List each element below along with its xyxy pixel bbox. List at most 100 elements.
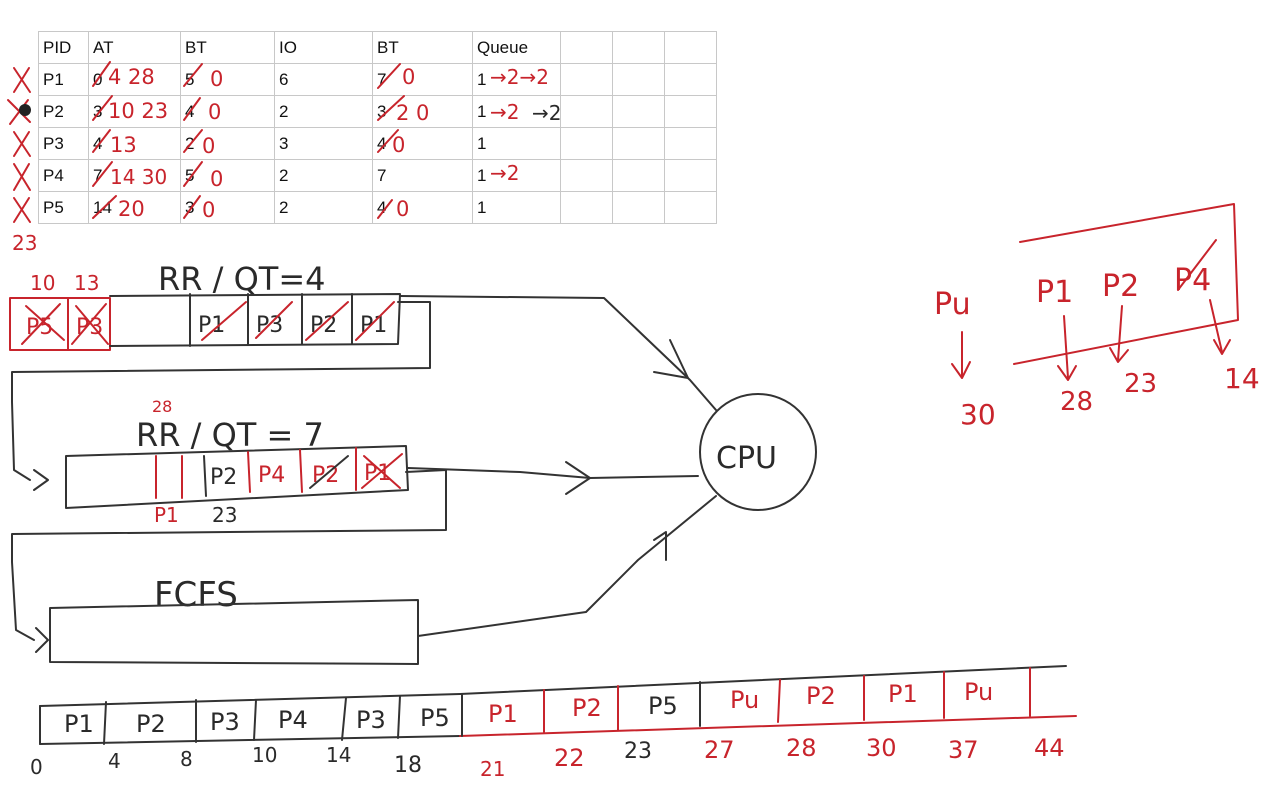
p2-bt-note: 0 xyxy=(208,100,221,124)
table-cell xyxy=(664,63,717,96)
queue2-cell: P4 xyxy=(258,463,285,488)
gantt-cell: P3 xyxy=(210,708,240,736)
queue2-label: RR / QT = 7 xyxy=(136,416,324,454)
ink-blot xyxy=(19,104,31,116)
gantt-cell: P5 xyxy=(648,692,678,720)
gantt-cell: Pu xyxy=(730,686,759,714)
p4-at-note: 14 30 xyxy=(110,165,167,189)
table-cell: 1 xyxy=(472,159,561,192)
gantt-time: 37 xyxy=(948,736,979,764)
table-cell xyxy=(664,127,717,160)
gantt-cell: P5 xyxy=(420,704,450,732)
table-cell: 7 xyxy=(88,159,181,192)
table-cell: 4 xyxy=(372,191,473,224)
p2-queue-black-note: →2 xyxy=(532,101,561,125)
boxed-time: 23 xyxy=(1124,369,1157,399)
queue3-to-cpu-line xyxy=(417,495,717,637)
queue3-box xyxy=(49,599,419,665)
right-note-time: 30 xyxy=(960,398,996,431)
gantt-cell: P1 xyxy=(888,680,918,708)
p1-at-note: 4 28 xyxy=(108,65,155,89)
left-note-23: 23 xyxy=(12,231,37,255)
table-handwriting: 4 28 0 0 →2→2 10 23 0 2 0 →2 →2 13 0 0 1… xyxy=(108,65,561,222)
table-cell: IO xyxy=(274,31,373,64)
gantt-time: 18 xyxy=(394,753,422,778)
queue1-side-box: 10 13 P5 P3 xyxy=(9,271,111,351)
table-cell: 1 xyxy=(472,191,561,224)
p2-queue-red-note: →2 xyxy=(490,100,519,124)
gantt-time: 22 xyxy=(554,744,585,772)
table-cell xyxy=(664,95,717,128)
gantt-time: 4 xyxy=(108,749,121,773)
table-cell: 1 xyxy=(472,127,561,160)
right-note: Pu 30 P1 P2 P4 28 23 14 xyxy=(934,203,1260,431)
arrow-head xyxy=(653,339,689,379)
gantt-time: 8 xyxy=(180,747,193,771)
queue2-box: P2 P4 P2 P1 P1 23 xyxy=(65,445,409,527)
gantt-chart: P1 P2 P3 P4 P3 P5 P1 P2 P5 Pu P2 P1 Pu 0… xyxy=(30,665,1077,781)
table-cell: 3 xyxy=(180,191,275,224)
table-cell xyxy=(612,159,665,192)
row-cross-marks xyxy=(7,67,31,223)
arrow-head xyxy=(33,469,49,491)
gantt-cell: P3 xyxy=(356,706,386,734)
gantt-time: 14 xyxy=(326,743,351,767)
table-cell xyxy=(560,191,613,224)
boxed-proc: P4 xyxy=(1174,263,1211,298)
gantt-cell: P1 xyxy=(64,710,94,738)
gantt-time: 23 xyxy=(624,739,652,764)
queue1-side-number: 13 xyxy=(74,271,99,295)
table-cell: 7 xyxy=(372,63,473,96)
table-cell: 2 xyxy=(274,191,373,224)
table-cell: 3 xyxy=(274,127,373,160)
gantt-cell: P4 xyxy=(278,706,308,734)
table-cell: AT xyxy=(88,31,181,64)
table-cell: P4 xyxy=(38,159,89,192)
arrow-head xyxy=(35,627,49,653)
gantt-time: 30 xyxy=(866,734,897,762)
boxed-proc: P1 xyxy=(1036,275,1073,310)
p5-at-note: 20 xyxy=(118,197,145,221)
table-cell xyxy=(664,31,717,64)
gantt-time: 44 xyxy=(1034,734,1065,762)
p3-bt2-note: 0 xyxy=(392,133,405,157)
gantt-cell: P1 xyxy=(488,700,518,728)
queue2-to-cpu-line xyxy=(407,467,699,479)
gantt-time: 21 xyxy=(480,757,505,781)
boxed-proc: P2 xyxy=(1102,269,1139,304)
arrow-head xyxy=(653,531,667,561)
p4-bt-note: 0 xyxy=(210,167,223,191)
right-note-proc: Pu xyxy=(934,287,971,322)
table-cell: P5 xyxy=(38,191,89,224)
p2-at-note: 10 23 xyxy=(108,99,168,123)
queue1-box: P1 P3 P2 P1 xyxy=(109,293,401,347)
p2-bt2-note: 2 0 xyxy=(396,101,429,125)
queue2-top-number: 28 xyxy=(152,397,172,416)
table-cell xyxy=(664,191,717,224)
queue1-cell: P1 xyxy=(198,313,225,338)
gantt-cell: P2 xyxy=(806,682,836,710)
p1-bt2-note: 0 xyxy=(402,65,415,89)
p5-bt2-note: 0 xyxy=(396,197,409,221)
queue2-below-label: 23 xyxy=(212,503,237,527)
p3-bt-note: 0 xyxy=(202,134,215,158)
gantt-time: 28 xyxy=(786,734,817,762)
boxed-time: 28 xyxy=(1060,387,1093,417)
gantt-cell: P2 xyxy=(572,694,602,722)
gantt-time: 0 xyxy=(30,755,43,779)
table-cell: 2 xyxy=(274,95,373,128)
cpu-label: CPU xyxy=(716,441,777,476)
table-cell: PID xyxy=(38,31,89,64)
p1-bt-note: 0 xyxy=(210,67,223,91)
queue1-cell: P1 xyxy=(360,313,387,338)
boxed-time: 14 xyxy=(1224,362,1260,395)
queue2-below-label: P1 xyxy=(154,503,179,527)
p3-at-note: 13 xyxy=(110,133,137,157)
p5-bt-note: 0 xyxy=(202,198,215,222)
